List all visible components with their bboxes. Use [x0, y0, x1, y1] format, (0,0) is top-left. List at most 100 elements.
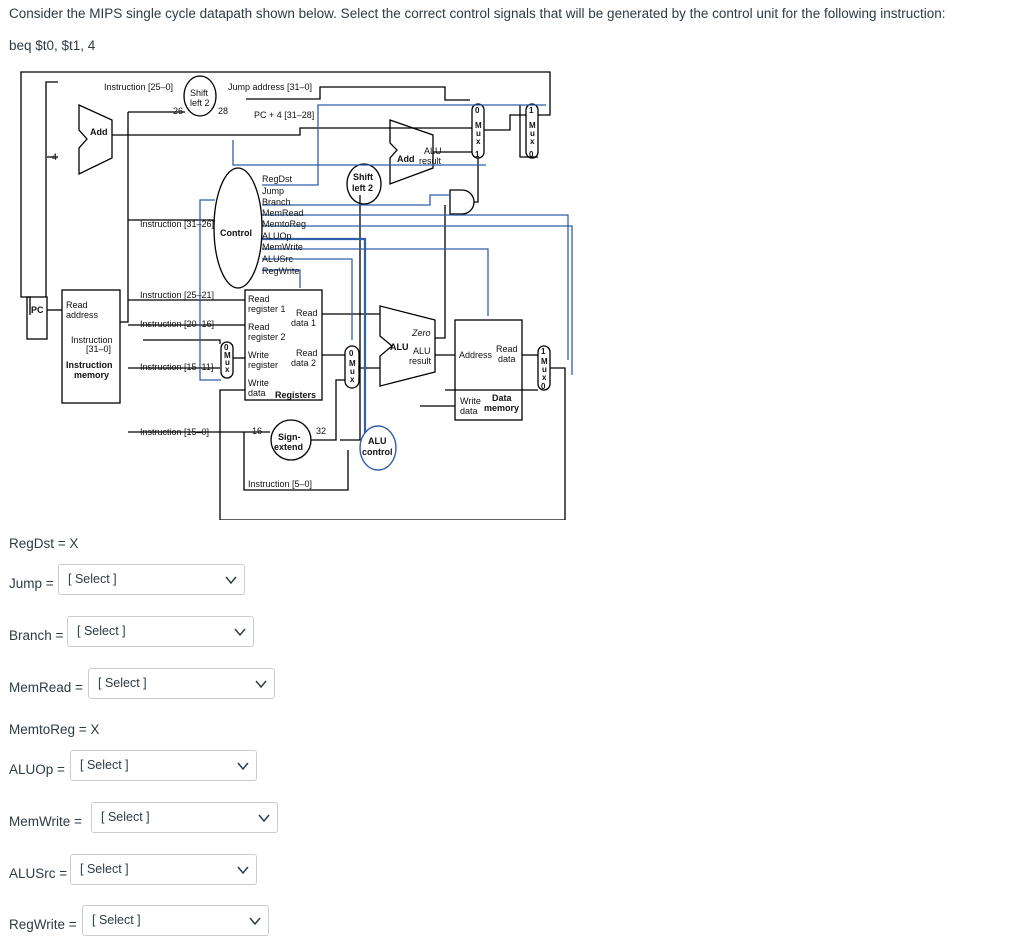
label-registers: Registers: [275, 390, 316, 400]
label-sig-regdst: RegDst: [262, 174, 293, 184]
question-prompt: Consider the MIPS single cycle datapath …: [9, 6, 946, 21]
control-signal-wires: [199, 104, 573, 435]
label-wd-a: Write: [248, 378, 269, 388]
regwrite-label: RegWrite =: [9, 917, 77, 932]
svg-text:u: u: [476, 129, 481, 138]
label-instr-5-0: Instruction [5–0]: [248, 479, 312, 489]
label-instr-20-16: Instruction [20–16]: [140, 319, 214, 329]
label-sig-alusrc: ALUSrc: [262, 254, 294, 264]
alu-control-unit: [359, 425, 397, 471]
label-address: Address: [459, 350, 493, 360]
label-sig-branch: Branch: [262, 197, 291, 207]
regwrite-select[interactable]: [ Select ]: [82, 905, 269, 936]
label-shift-top-b: left 2: [190, 98, 210, 108]
branch-label: Branch =: [9, 628, 64, 643]
svg-text:0: 0: [224, 343, 229, 352]
label-sig-aluop: ALUOp: [262, 231, 292, 241]
svg-text:x: x: [225, 365, 230, 374]
label-26: 26: [173, 106, 183, 116]
svg-text:x: x: [350, 375, 355, 384]
label-imem-instr-a: Instruction: [71, 335, 113, 345]
branch-select[interactable]: [ Select ]: [67, 616, 254, 647]
shift-left-2-mid: [346, 163, 382, 205]
label-branch-add: Add: [397, 154, 415, 164]
label-read-address-b: address: [66, 310, 99, 320]
jump-label: Jump =: [9, 576, 54, 591]
main-alu: [379, 305, 436, 387]
label-instr-15-11: Instruction [15–11]: [140, 362, 213, 372]
label-instr-25-21: Instruction [25–21]: [140, 290, 214, 300]
label-sig-regwrite: RegWrite: [262, 266, 299, 276]
chevron-down-icon: [234, 628, 246, 637]
label-imem-instr-b: [31–0]: [86, 344, 111, 354]
label-add: Add: [90, 127, 108, 137]
register-file-box: [244, 289, 323, 401]
chevron-down-icon: [258, 814, 270, 823]
svg-text:0: 0: [541, 382, 546, 391]
label-rd2-b: data 2: [291, 358, 316, 368]
chevron-down-icon: [255, 680, 267, 689]
jump-select-value: [ Select ]: [68, 572, 117, 586]
label-read-data-a: Read: [496, 344, 518, 354]
pc-to-add-wire: [45, 81, 58, 297]
label-sign-a: Sign-: [278, 432, 301, 442]
svg-text:M: M: [224, 351, 231, 360]
label-jump-address: Jump address [31–0]: [228, 82, 312, 92]
label-alu-ctrl-a: ALU: [368, 436, 387, 446]
label-rr2-a: Read: [248, 322, 270, 332]
label-alu-ctrl-b: control: [362, 447, 393, 457]
label-rd1-b: data 1: [291, 318, 316, 328]
label-data-mem-b: memory: [484, 403, 519, 413]
label-read-data-b: data: [498, 354, 516, 364]
memread-select[interactable]: [ Select ]: [88, 668, 275, 699]
svg-text:1: 1: [529, 106, 534, 115]
jump-select[interactable]: [ Select ]: [58, 564, 245, 595]
label-four: 4: [52, 152, 57, 162]
svg-text:0: 0: [529, 150, 534, 159]
label-zero: Zero: [411, 328, 431, 338]
label-rd2-a: Read: [296, 348, 318, 358]
memwrite-select[interactable]: [ Select ]: [91, 802, 278, 833]
label-write-data-b: data: [460, 406, 478, 416]
label-alu-res-a: ALU: [413, 346, 431, 356]
svg-text:1: 1: [475, 150, 480, 159]
label-sig-memtoreg: MemtoReg: [262, 219, 306, 229]
svg-text:0: 0: [475, 106, 480, 115]
label-alu-result-a: ALU: [424, 146, 442, 156]
label-rd1-a: Read: [296, 308, 318, 318]
regwrite-select-value: [ Select ]: [92, 913, 141, 927]
label-28: 28: [218, 106, 228, 116]
label-instr-31-26: Instruction [31–26]: [140, 219, 214, 229]
aluop-select[interactable]: [ Select ]: [70, 750, 257, 781]
alusrc-select[interactable]: [ Select ]: [70, 854, 257, 885]
label-sig-memwrite: MemWrite: [262, 242, 303, 252]
svg-text:0: 0: [349, 349, 354, 358]
label-rr1-a: Read: [248, 294, 270, 304]
svg-text:u: u: [350, 367, 355, 376]
svg-text:u: u: [225, 358, 230, 367]
label-alu-result-b: result: [419, 156, 442, 166]
label-sig-memread: MemRead: [262, 208, 304, 218]
aluop-select-value: [ Select ]: [80, 758, 129, 772]
label-wr-a: Write: [248, 350, 269, 360]
shift-left-2-top: [183, 75, 217, 117]
svg-text:u: u: [530, 129, 535, 138]
chevron-down-icon: [237, 866, 249, 875]
label-32: 32: [316, 426, 326, 436]
chevron-down-icon: [225, 576, 237, 585]
label-alu-main: ALU: [390, 342, 409, 352]
label-sign-b: extend: [274, 442, 303, 452]
svg-text:1: 1: [541, 347, 546, 356]
alusrc-label: ALUSrc =: [9, 866, 68, 881]
data-memory-box: [454, 319, 523, 421]
label-instr-25-0: Instruction [25–0]: [104, 82, 173, 92]
label-imem-b: memory: [74, 370, 109, 380]
label-rr2-b: register 2: [248, 332, 286, 342]
svg-text:x: x: [530, 137, 535, 146]
chevron-down-icon: [237, 762, 249, 771]
question-instruction: beq $t0, $t1, 4: [9, 38, 96, 53]
instruction-memory-box: [61, 289, 121, 404]
regdst-label: RegDst = X: [9, 536, 79, 551]
label-16: 16: [252, 426, 262, 436]
memtoreg-label: MemtoReg = X: [9, 722, 100, 737]
